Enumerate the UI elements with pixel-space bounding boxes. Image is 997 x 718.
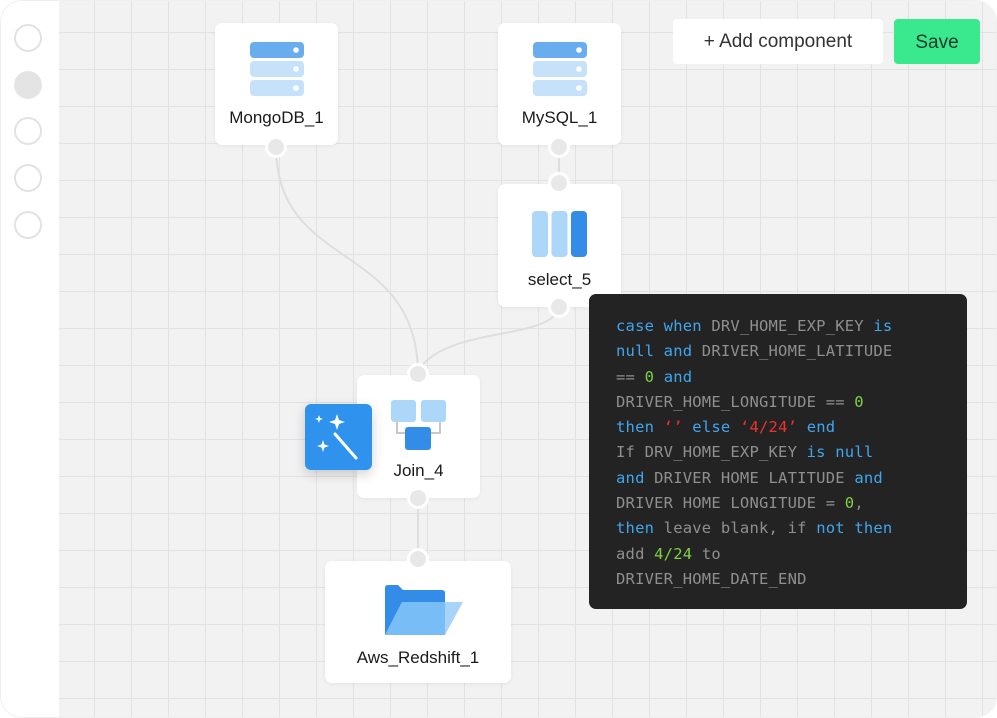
sidebar-item-2[interactable] [14,71,42,99]
node-select[interactable]: select_5 [498,184,621,307]
join-icon [391,400,446,450]
sidebar [1,1,59,717]
code-token-num: 0 [644,367,664,386]
node-label: Join_4 [393,461,444,480]
node-join[interactable]: Join_4 [357,375,480,498]
code-line: then leave blank, if not then [616,516,967,541]
code-line: null and DRIVER_HOME_LATITUDE [616,339,967,364]
code-token-kw: else [692,418,740,437]
columns-icon [532,211,587,257]
mongodb-output-port[interactable] [265,136,287,158]
code-line: DRIVER_HOME_DATE_END [616,567,967,592]
sidebar-item-5[interactable] [14,211,42,239]
code-token-num: 4/24 [654,544,702,563]
magic-wand-icon [315,414,358,460]
code-line: == 0 and [616,365,967,390]
magic-wand-button[interactable] [305,404,372,470]
code-token-kw: then [616,519,664,538]
join-input-port[interactable] [407,363,429,385]
add-component-button[interactable]: + Add component [673,19,883,64]
sidebar-item-4[interactable] [14,164,42,192]
code-line: case when DRV_HOME_EXP_KEY is [616,314,967,339]
node-label: MongoDB_1 [229,108,324,127]
folder-open-icon [385,585,463,635]
node-label: select_5 [527,270,592,289]
code-token-plain: DRIVER HOME LONGITUDE = [616,494,845,513]
code-token-plain: , [854,494,864,513]
code-token-plain: If DRV_HOME_EXP_KEY [616,443,807,462]
mysql-output-port[interactable] [548,136,570,158]
sidebar-item-1[interactable] [14,24,42,52]
code-line: add 4/24 to [616,542,967,567]
code-token-plain: DRIVER HOME LATITUDE [654,468,855,487]
code-token-plain: == [616,367,645,386]
code-line: DRIVER_HOME_LONGITUDE == 0 [616,390,967,415]
code-token-plain: DRIVER_HOME_LATITUDE [701,342,893,361]
code-token-plain: DRIVER_HOME_LONGITUDE == [616,392,855,411]
code-token-kw: is [873,317,893,335]
code-token-plain: leave blank, if [663,519,817,538]
node-redshift[interactable]: Aws_Redshift_1 [325,561,511,683]
code-token-kw: and [663,367,693,386]
database-icon [533,42,587,96]
code-token-kw: and [854,468,883,487]
select-input-port[interactable] [548,172,570,194]
node-mysql[interactable]: MySQL_1 [498,23,621,145]
database-icon [250,42,304,96]
save-button[interactable]: Save [894,19,980,64]
code-token-plain: DRIVER_HOME_DATE_END [616,569,807,588]
code-line: then ‘’ else ‘4/24’ end [616,415,967,440]
code-token-str: ‘’ [663,418,693,437]
code-token-kw: and [616,468,655,487]
redshift-input-port[interactable] [407,548,429,570]
code-line: If DRV_HOME_EXP_KEY is null [616,440,967,465]
code-line: and DRIVER HOME LATITUDE and [616,466,967,491]
code-token-kw: is null [806,443,874,462]
code-token-plain: to [701,544,721,563]
select-output-port[interactable] [548,296,570,318]
code-token-num: 0 [854,392,864,411]
code-token-kw: then [616,418,664,437]
node-label: MySQL_1 [521,108,598,127]
code-token-plain: add [616,544,655,563]
code-token-kw: end [806,418,836,437]
code-token-kw: not then [816,519,893,538]
code-token-kw: case when [616,317,712,335]
sidebar-item-3[interactable] [14,117,42,145]
code-line: DRIVER HOME LONGITUDE = 0, [616,491,967,516]
code-token-plain: DRV_HOME_EXP_KEY [711,317,874,335]
code-token-str: ‘4/24’ [739,418,807,437]
code-token-kw: null and [616,342,702,361]
join-output-port[interactable] [407,487,429,509]
node-label: Aws_Redshift_1 [356,648,480,667]
node-mongodb[interactable]: MongoDB_1 [215,23,338,145]
code-token-num: 0 [844,494,855,513]
